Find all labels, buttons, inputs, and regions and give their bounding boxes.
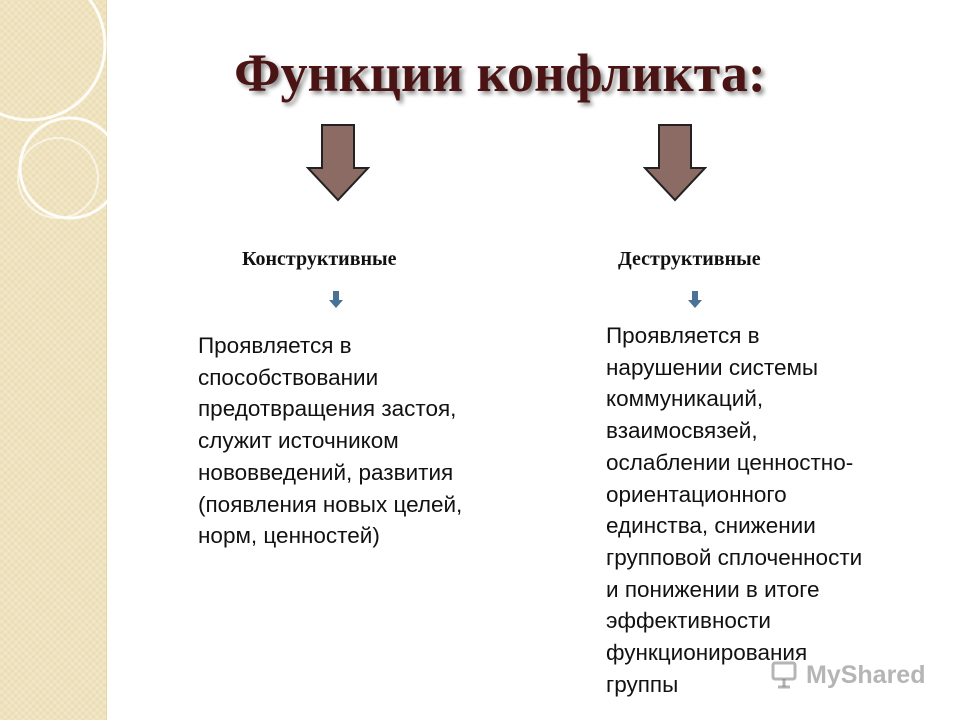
text-line: эффективности [606,608,772,634]
decorative-circles [0,0,122,220]
text-line: нововведений, развития [198,459,454,485]
text-line: ослаблении ценностно- [606,449,854,475]
small-down-arrow-icon [329,291,343,308]
destructive-description: Проявляется в нарушении системы коммуник… [606,320,862,700]
text-line: коммуникаций, [606,386,764,412]
down-arrow-icon [643,124,707,202]
presentation-icon [771,661,797,689]
mushared-watermark: MyShared [770,656,925,694]
small-down-arrow-icon [688,291,702,308]
text-line: взаимосвязей, [606,418,758,444]
constructive-description: Проявляется в способствовании предотвращ… [198,330,462,552]
column-heading-destructive: Деструктивные [618,248,761,270]
text-line: нарушении системы [606,354,819,380]
text-line: единства, снижении [606,513,816,539]
text-line: группы [606,671,679,697]
text-line: Проявляется в [198,333,352,358]
text-line: Проявляется в [606,323,760,348]
watermark-text: MyShared [806,660,926,689]
text-line: и понижении в итоге [606,576,820,602]
text-line: предотвращения застоя, [198,396,457,422]
text-line: способствовании [198,364,379,390]
text-line: служит источником [198,428,399,454]
text-line: (появления новых целей, [198,491,463,517]
text-line: норм, ценностей) [198,523,380,549]
down-arrow-icon [306,124,370,202]
text-line: групповой сплоченности [606,544,863,570]
text-line: функционирования [606,640,808,666]
slide-title: Функции конфликта: [234,43,766,103]
text-line: ориентационного [606,481,787,507]
column-heading-constructive: Конструктивные [242,248,397,270]
